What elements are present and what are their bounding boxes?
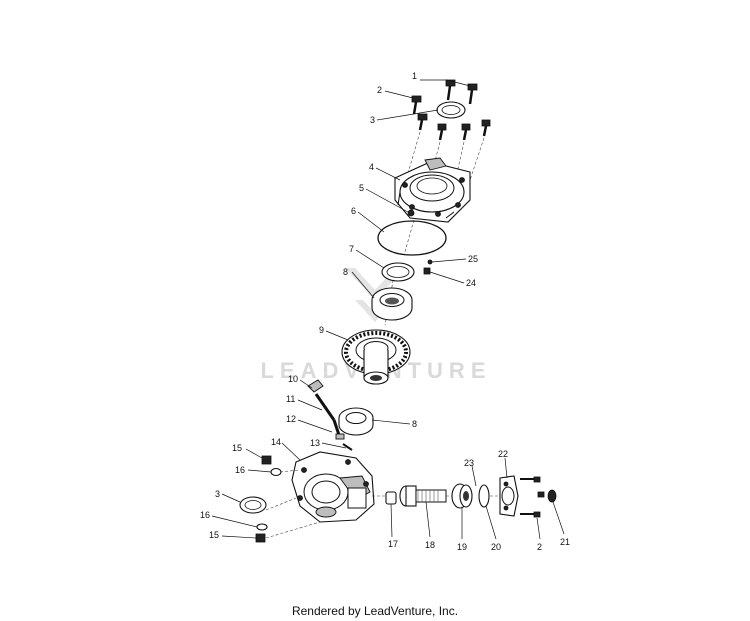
callout-3: 3 — [370, 115, 375, 125]
bearing-part — [371, 287, 413, 321]
gearcase-housing-part — [291, 451, 375, 523]
seal-ring-part — [239, 496, 267, 514]
callout-9: 9 — [319, 325, 324, 335]
assembly-lines-bottom — [265, 469, 500, 539]
dowel-part — [423, 267, 431, 275]
callout-7: 7 — [349, 244, 354, 254]
callout-12: 12 — [286, 414, 296, 424]
callout-16-lower: 16 — [200, 510, 210, 520]
callout-2-lower: 2 — [537, 542, 542, 552]
fill-plug-part — [255, 533, 266, 543]
washer-part — [427, 259, 433, 265]
callout-25: 25 — [468, 254, 478, 264]
callout-6: 6 — [351, 206, 356, 216]
fitting-part — [342, 443, 353, 451]
vent-fitting-part — [307, 379, 324, 393]
callout-24: 24 — [466, 278, 476, 288]
callout-21: 21 — [560, 537, 570, 547]
callout-1: 1 — [412, 71, 417, 81]
callout-22: 22 — [498, 449, 508, 459]
pinion-cover-part — [499, 475, 519, 517]
pinion-bearing-part — [451, 483, 473, 509]
callout-13: 13 — [310, 438, 320, 448]
callout-20: 20 — [491, 542, 501, 552]
o-ring-part — [377, 220, 447, 256]
drain-plug-part — [261, 455, 272, 465]
o-ring-part — [478, 484, 490, 508]
callout-labels: 1 2 3 4 5 6 7 8 25 24 9 10 11 8 12 13 15… — [200, 71, 570, 552]
bearing-part — [338, 407, 374, 436]
bolt-part — [520, 476, 545, 518]
callout-15-lower: 15 — [209, 530, 219, 540]
footer-credit: Rendered by LeadVenture, Inc. — [291, 604, 459, 618]
bearing-housing-cover-part — [394, 157, 471, 223]
clamp-part — [335, 433, 345, 440]
shim-ring-part — [381, 262, 415, 282]
bolt-part — [411, 79, 491, 141]
callout-8: 8 — [343, 267, 348, 277]
pinion-shaft-part — [399, 485, 447, 507]
seal-ring-part — [436, 101, 466, 119]
callout-2: 2 — [377, 85, 382, 95]
callout-18: 18 — [425, 540, 435, 550]
washer-part — [547, 489, 557, 503]
callout-17: 17 — [388, 539, 398, 549]
callout-23: 23 — [464, 458, 474, 468]
sealing-washer-part — [270, 467, 282, 477]
sealing-washer-part — [256, 523, 268, 531]
callout-10: 10 — [288, 374, 298, 384]
ring-gear-part — [341, 329, 411, 385]
callout-3-lower: 3 — [215, 489, 220, 499]
callout-15: 15 — [232, 443, 242, 453]
callout-4: 4 — [369, 162, 374, 172]
callout-16: 16 — [235, 465, 245, 475]
plug-part — [407, 209, 415, 217]
callout-19: 19 — [457, 542, 467, 552]
callout-11: 11 — [286, 394, 295, 404]
vent-hose-part — [314, 393, 336, 421]
callout-8-lower: 8 — [412, 419, 417, 429]
bushing-part — [385, 491, 397, 505]
callout-5: 5 — [359, 183, 364, 193]
leader-lines — [211, 79, 565, 540]
callout-14: 14 — [271, 437, 281, 447]
